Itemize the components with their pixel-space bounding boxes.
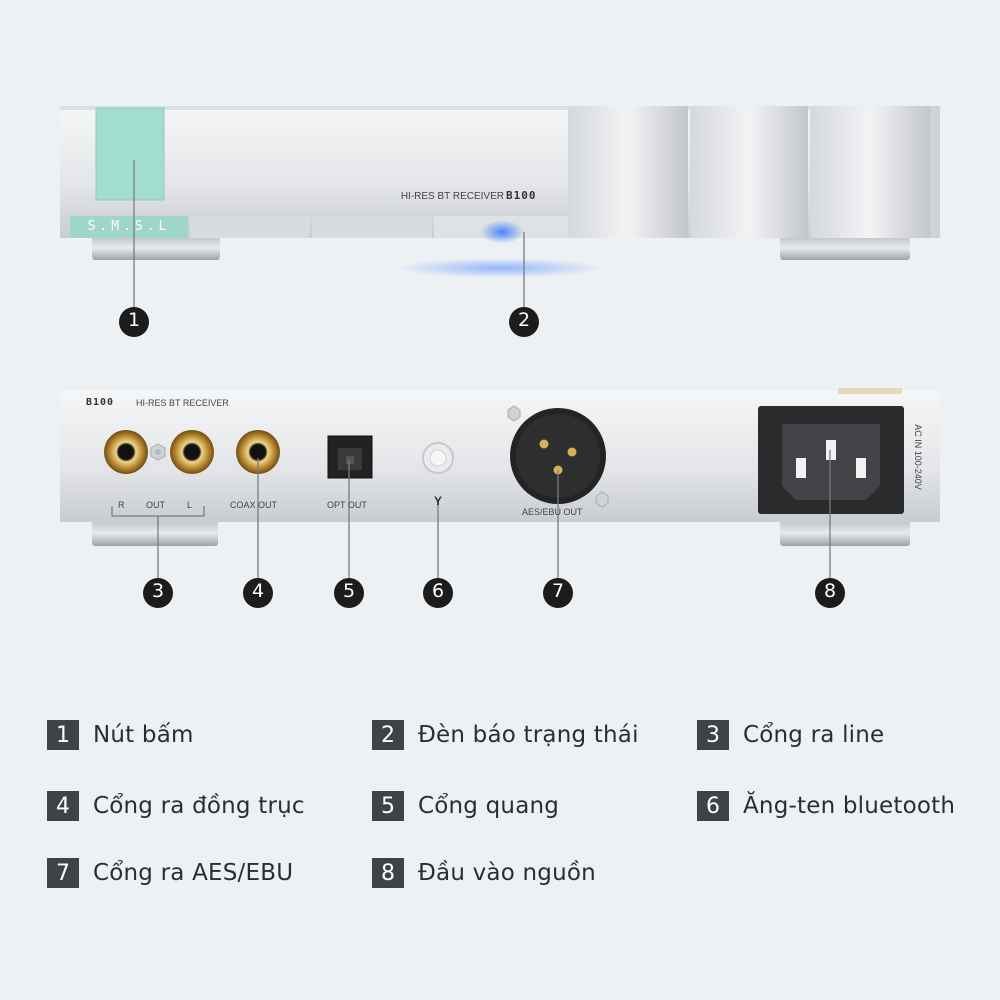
- callout-4: [243, 578, 273, 608]
- front-button: [95, 107, 165, 201]
- callout-3: [143, 578, 173, 608]
- label-out: OUT: [146, 500, 165, 510]
- front-panel-segment-3: [810, 106, 930, 238]
- callout-5-label: 5: [342, 580, 356, 602]
- label-l: L: [187, 500, 193, 510]
- label-antenna-icon: Y: [434, 494, 443, 508]
- legend-label: Nút bấm: [93, 722, 194, 748]
- legend-item-7: 7 Cổng ra AES/EBU: [47, 856, 293, 890]
- legend-label: Cổng ra line: [743, 722, 885, 748]
- logo-plate: [70, 216, 188, 238]
- callout-5: [334, 578, 364, 608]
- back-model-text: HI-RES BT RECEIVER: [136, 398, 229, 408]
- callout-7: [543, 578, 573, 608]
- legend-item-8: 8 Đầu vào nguồn: [372, 856, 596, 890]
- front-panel-segment-2: [690, 106, 808, 238]
- legend-item-3: 3 Cổng ra line: [697, 718, 884, 752]
- legend-number: 8: [372, 858, 404, 888]
- label-r: R: [118, 500, 125, 510]
- legend-label: Đèn báo trạng thái: [418, 722, 639, 748]
- callout-6-label: 6: [431, 580, 445, 602]
- status-led: [480, 220, 524, 244]
- legend-item-2: 2 Đèn báo trạng thái: [372, 718, 639, 752]
- legend-number: 6: [697, 791, 729, 821]
- front-foot-left: [92, 236, 220, 260]
- legend-label: Ăng-ten bluetooth: [743, 793, 956, 819]
- back-model-badge: B100: [86, 397, 115, 408]
- legend-number: 7: [47, 858, 79, 888]
- callout-3-label: 3: [151, 580, 165, 602]
- label-coax-out: COAX OUT: [230, 500, 278, 510]
- legend-number: 1: [47, 720, 79, 750]
- front-logo: S.M.S.L: [87, 219, 171, 234]
- callout-1: [119, 307, 149, 337]
- legend-number: 3: [697, 720, 729, 750]
- legend-number: 5: [372, 791, 404, 821]
- front-foot-right: [780, 236, 910, 260]
- legend-item-5: 5 Cổng quang: [372, 789, 559, 823]
- legend-item-4: 4 Cổng ra đồng trục: [47, 789, 305, 823]
- front-panel-segment-1: [568, 106, 688, 238]
- callout-1-label: 1: [127, 309, 141, 331]
- label-opt-out: OPT OUT: [327, 500, 367, 510]
- callout-8: [815, 578, 845, 608]
- legend-item-6: 6 Ăng-ten bluetooth: [697, 789, 955, 823]
- status-led-glow: [395, 258, 605, 278]
- callout-6: [423, 578, 453, 608]
- legend-label: Cổng ra đồng trục: [93, 793, 305, 819]
- legend-number: 2: [372, 720, 404, 750]
- back-foot-right: [780, 520, 910, 546]
- legend-label: Đầu vào nguồn: [418, 860, 596, 886]
- legend-item-1: 1 Nút bấm: [47, 718, 194, 752]
- legend-label: Cổng quang: [418, 793, 560, 819]
- front-model-badge: B100: [506, 189, 537, 202]
- legend-number: 4: [47, 791, 79, 821]
- label-aes-ebu-out: AES/EBU OUT: [522, 507, 583, 517]
- callout-7-label: 7: [551, 580, 565, 602]
- front-model-text: HI-RES BT RECEIVER: [400, 191, 504, 202]
- back-foot-left: [92, 520, 218, 546]
- legend-label: Cổng ra AES/EBU: [93, 860, 294, 886]
- callout-2-label: 2: [517, 309, 531, 331]
- callout-4-label: 4: [251, 580, 265, 602]
- callout-8-label: 8: [823, 580, 837, 602]
- callout-2: [509, 307, 539, 337]
